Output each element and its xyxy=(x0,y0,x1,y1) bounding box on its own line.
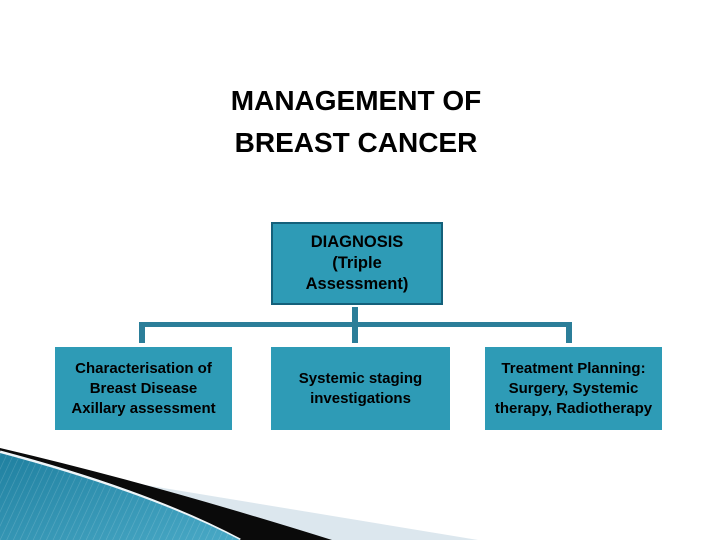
connector-horizontal-bar xyxy=(139,322,572,327)
branch-box-treatment-planning: Treatment Planning: Surgery, Systemic th… xyxy=(485,347,662,430)
branch-line: Surgery, Systemic xyxy=(508,379,639,397)
branch-box-characterisation: Characterisation of Breast Disease Axill… xyxy=(55,347,232,430)
connector-left-drop xyxy=(139,322,145,343)
slide-title: MANAGEMENT OF BREAST CANCER xyxy=(0,80,712,164)
connector-right-drop xyxy=(566,322,572,343)
branch-line: Systemic staging xyxy=(298,369,423,387)
diagnosis-box-line-1: DIAGNOSIS xyxy=(310,233,404,251)
branch-line: Axillary assessment xyxy=(71,399,216,417)
swoosh-black-wedge xyxy=(0,448,332,540)
swoosh-teal-wedge xyxy=(0,450,241,540)
branch-line: therapy, Radiotherapy xyxy=(494,399,653,417)
diagnosis-box-line-3: Assessment) xyxy=(305,275,409,293)
branch-line: Breast Disease xyxy=(89,379,198,397)
branch-box-systemic-staging: Systemic staging investigations xyxy=(271,347,450,430)
diagnosis-box: DIAGNOSIS (Triple Assessment) xyxy=(271,222,443,305)
diagnosis-box-line-2: (Triple xyxy=(332,254,382,272)
branch-line: Characterisation of xyxy=(75,359,212,377)
slide-title-line-1: MANAGEMENT OF xyxy=(230,85,482,116)
branch-line: investigations xyxy=(310,389,411,407)
branch-line: Treatment Planning: xyxy=(501,359,646,377)
slide-title-line-2: BREAST CANCER xyxy=(234,127,478,158)
swoosh-pale-wedge xyxy=(0,461,478,540)
